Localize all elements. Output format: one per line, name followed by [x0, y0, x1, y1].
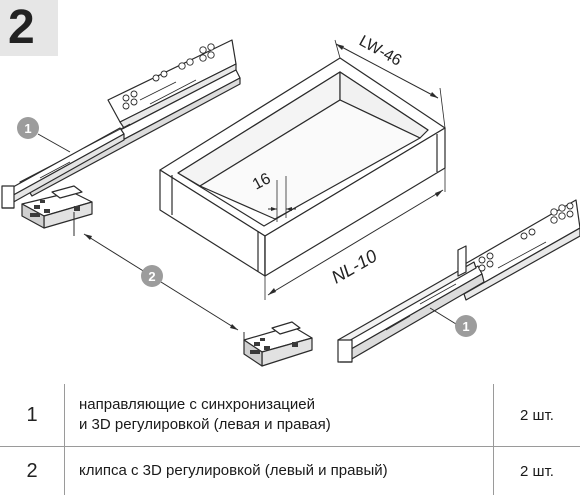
part-description-line: и 3D регулировкой (левая и правая)	[79, 416, 331, 433]
right-clip	[243, 321, 313, 367]
parts-table: 1 направляющие с синхронизацией и 3D рег…	[0, 384, 580, 495]
dimension-offset	[268, 176, 296, 222]
dimension-width	[334, 39, 446, 129]
callout-runner-right-number: 1	[462, 319, 469, 334]
callout-runner-left-number: 1	[24, 121, 31, 136]
part-description: направляющие с синхронизацией и 3D регул…	[64, 384, 494, 447]
step-number: 2	[8, 1, 35, 54]
callout-clip-number: 2	[148, 269, 155, 284]
offset-dimension-label: 16	[250, 170, 274, 193]
part-number: 1	[0, 384, 65, 447]
dimension-length	[264, 168, 446, 300]
width-dimension-label: LW-46	[356, 33, 404, 70]
left-runner	[1, 39, 241, 209]
drawer-box	[159, 57, 446, 277]
parts-row: 2 клипса с 3D регулировкой (левый и прав…	[0, 446, 580, 495]
left-clip	[21, 185, 93, 236]
runner-callout-leader-right	[429, 307, 457, 325]
part-quantity: 2 шт.	[493, 384, 580, 447]
part-description-line: клипса с 3D регулировкой (левый и правый…	[79, 462, 388, 479]
part-quantity: 2 шт.	[520, 462, 554, 480]
part-number: 2	[26, 459, 38, 482]
parts-row: 1 направляющие с синхронизацией и 3D рег…	[0, 384, 580, 447]
callout-runner-left: 1	[17, 117, 39, 139]
callout-clip: 2	[141, 265, 163, 287]
right-runner	[337, 199, 580, 363]
part-description-line: направляющие с синхронизацией	[79, 396, 316, 413]
assembly-diagram: LW-46 NL-10 16 1 2 1	[1, 33, 580, 367]
step-number-badge: 2	[0, 0, 58, 56]
runner-callout-leader-left	[37, 133, 71, 153]
callout-runner-right: 1	[455, 315, 477, 337]
length-dimension-label: NL-10	[328, 246, 380, 288]
part-description: клипса с 3D регулировкой (левый и правый…	[64, 446, 494, 495]
